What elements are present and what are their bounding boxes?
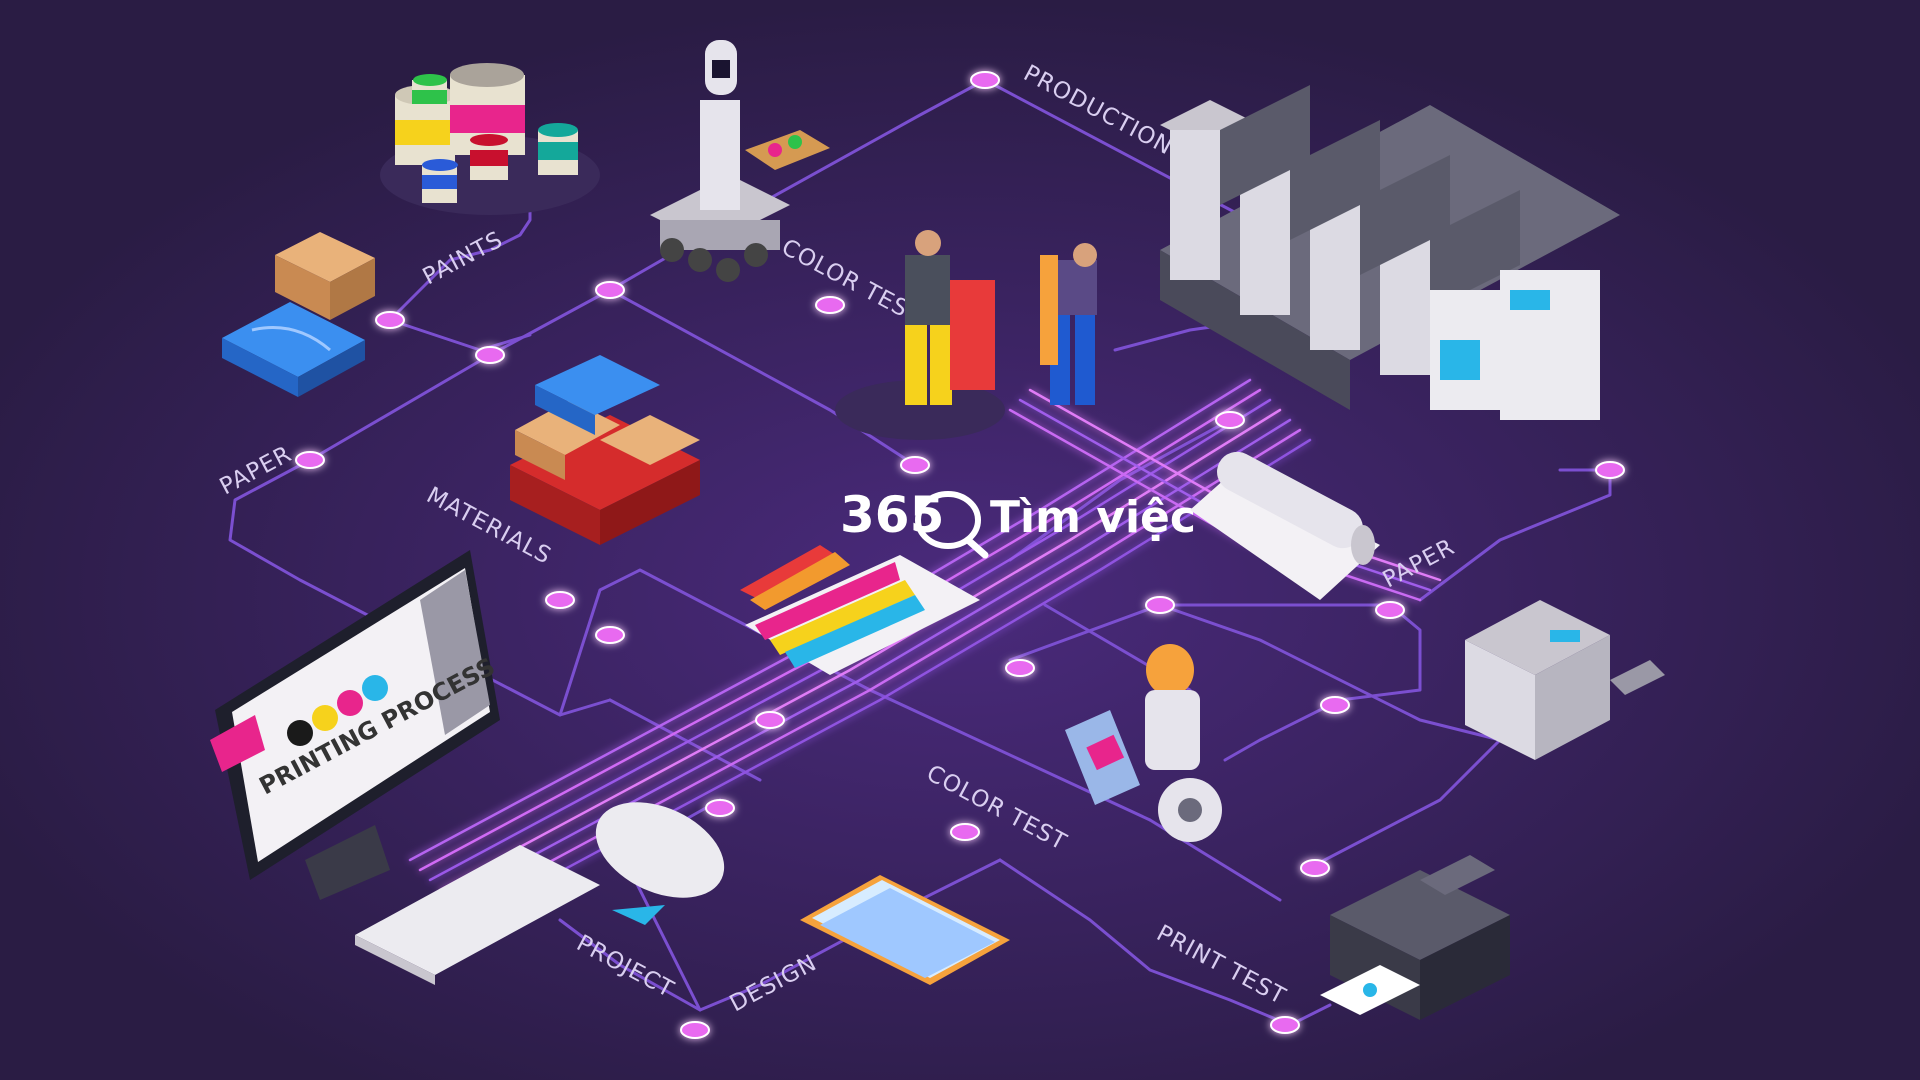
brand-name: Tìm việc <box>990 492 1196 543</box>
brand-logo: 365 Tìm việc <box>840 486 1196 559</box>
robot-arm-illustration <box>650 40 830 282</box>
mouse-illustration <box>595 802 725 898</box>
copier-illustration <box>1465 600 1665 760</box>
workers-illustration <box>835 230 1097 440</box>
tablet-robot-illustration <box>1065 644 1222 842</box>
materials-cart-illustration <box>510 355 700 545</box>
brand-number: 365 <box>840 486 944 544</box>
clipboard-illustration <box>800 875 1010 985</box>
printer-illustration <box>1320 855 1510 1020</box>
production-machine-illustration <box>1160 85 1620 420</box>
paint-cans-illustration <box>380 63 600 215</box>
monitor-illustration: PRINTING PROCESS <box>210 550 500 900</box>
cursor-arrow-icon <box>612 905 665 925</box>
flow-nodes <box>295 71 1625 1039</box>
paper-box-illustration <box>222 232 375 397</box>
keyboard-illustration <box>355 845 600 985</box>
color-swatch-illustration <box>740 545 980 675</box>
paper-roll-illustration <box>1190 451 1380 600</box>
